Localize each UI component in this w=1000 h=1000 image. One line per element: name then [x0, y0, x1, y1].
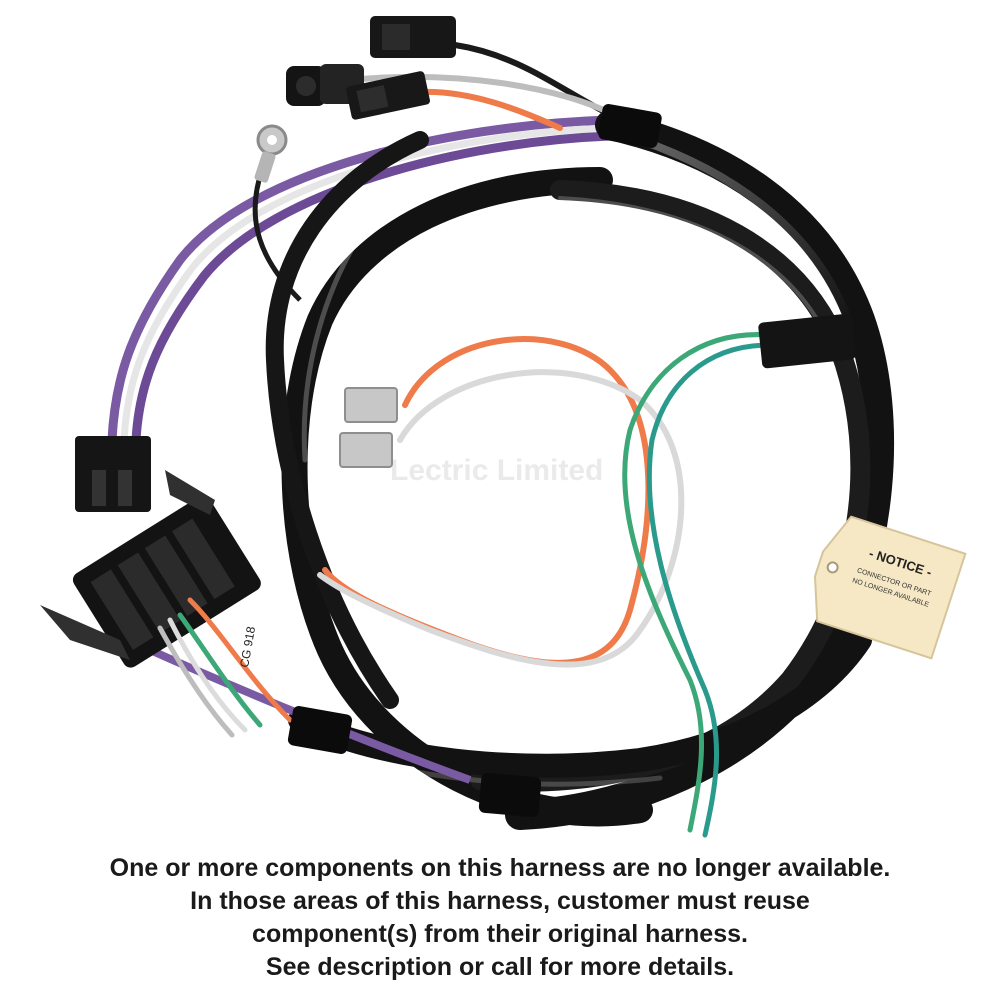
notice-line-3: component(s) from their original harness… [252, 920, 748, 948]
tape-wraps [287, 104, 662, 818]
orange-white-loop [317, 336, 685, 668]
clip-marking-text: CG 918 [237, 625, 258, 668]
flat-connector-icon [346, 71, 430, 120]
notice-line-4: See description or call for more details… [265, 953, 735, 981]
mounting-bracket-icon [40, 470, 215, 660]
wiring-harness-photo: Lectric Limited [40, 16, 967, 838]
notice-tag: - NOTICE - CONNECTOR OR PART NO LONGER A… [813, 515, 967, 660]
right-connector-icon [758, 313, 856, 369]
top-connector-icon [370, 16, 456, 58]
notice-line-2: In those areas of this harness, customer… [190, 887, 810, 915]
multi-pin-connector-icon [72, 495, 261, 668]
left-connector-icon [75, 436, 151, 512]
availability-notice: One or more components on this harness a… [0, 852, 1000, 984]
spade-terminal-icon [339, 387, 398, 468]
connector-lead-wires [157, 597, 293, 738]
watermark-text: Lectric Limited [390, 454, 603, 487]
top-pigtail-wires [347, 42, 623, 131]
notice-line-1: One or more components on this harness a… [109, 854, 891, 882]
purple-wire-bundle [107, 115, 615, 445]
ring-terminal-icon [254, 124, 288, 183]
green-teal-wires [622, 332, 773, 838]
